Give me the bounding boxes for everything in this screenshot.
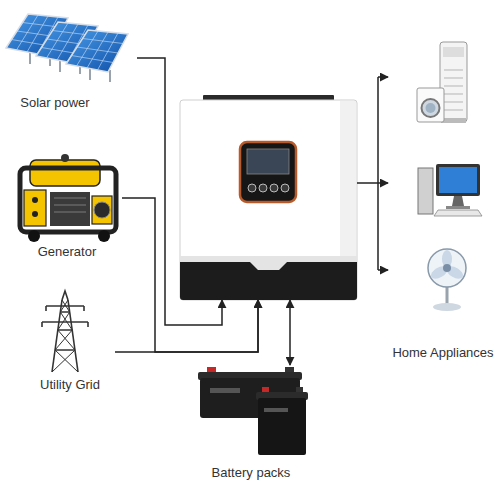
battery-node: Battery packs (190, 365, 312, 483)
computer-picture (418, 164, 482, 216)
inverter-picture-part (180, 100, 357, 300)
air-conditioner-picture-part-part (444, 70, 463, 71)
node-label: Utility Grid (40, 377, 100, 393)
computer-picture-part (439, 167, 477, 193)
node-label: Solar power (20, 95, 89, 111)
connector-line (378, 269, 388, 271)
computer-picture-part (452, 196, 464, 206)
inverter-picture-part (247, 149, 289, 174)
computer-picture-part (434, 210, 482, 216)
solar-panel-picture-part (66, 30, 128, 82)
connector-line (378, 76, 388, 78)
node-label-group: Home Appliances (388, 343, 498, 361)
connector-line (289, 300, 291, 365)
fan-picture (428, 249, 466, 311)
inverter-picture-part (281, 184, 289, 192)
generator-picture-part (28, 230, 40, 242)
pylon-picture-part (42, 321, 88, 323)
generator-picture-part (20, 168, 116, 232)
pylon-picture-part (87, 322, 89, 327)
computer-picture-part (418, 168, 433, 214)
computer-picture-part (436, 164, 480, 196)
connector-line (122, 198, 258, 352)
solar-panel-picture (6, 14, 128, 82)
pylon-picture-part (83, 306, 85, 311)
air-conditioner-picture-part (441, 118, 466, 123)
connector-arrow (290, 300, 291, 365)
air-conditioner-picture-part-part (444, 110, 463, 111)
connector-line (377, 77, 379, 270)
inverter-picture (180, 95, 357, 300)
generator-picture-part (32, 211, 38, 217)
node-label-group: Solar power (3, 93, 137, 111)
air-conditioner-picture-part-part (444, 86, 463, 87)
air-conditioner-picture-part (443, 47, 464, 57)
node-label-group: Generator (12, 242, 122, 260)
solar-node: Solar power (3, 3, 137, 113)
pylon-picture-part (55, 300, 78, 372)
node-label: Home Appliances (392, 345, 493, 361)
fan-picture-part (433, 303, 461, 311)
generator-picture (20, 154, 116, 242)
line-holder: Generator (12, 242, 122, 260)
air-conditioner-picture-part-part (444, 94, 463, 95)
generator-picture-part (92, 196, 112, 224)
air-conditioner-picture-part-part (444, 78, 463, 79)
pylon-picture-part (62, 291, 68, 300)
connector-line (115, 300, 258, 352)
pylon-picture-part (45, 306, 47, 311)
washing-machine-picture-part (417, 88, 444, 122)
connector-arrow (137, 58, 222, 325)
fan-picture-part (443, 264, 451, 272)
connector-arrow (357, 77, 388, 270)
node-label: Generator (38, 244, 97, 260)
inverter-picture-part (240, 142, 296, 202)
generator-node: Generator (12, 150, 122, 262)
line-holder: Battery packs (190, 463, 312, 481)
appliances-node: Home Appliances (388, 35, 498, 363)
generator-picture-part (50, 192, 90, 226)
inverter-picture-part (180, 262, 357, 300)
generator-picture-part (54, 204, 86, 206)
connector-line (137, 58, 222, 325)
pylon-picture-part (41, 322, 43, 327)
air-conditioner-picture-part-part (444, 102, 463, 103)
inverter-node (180, 98, 357, 300)
line-holder: Home Appliances (388, 343, 498, 361)
generator-picture-part (32, 197, 38, 203)
battery-picture-part (264, 408, 288, 412)
connector-line (357, 182, 388, 184)
fan-picture-part (446, 287, 449, 305)
washing-machine-picture-part (426, 103, 436, 113)
inverter-picture-part (248, 184, 256, 192)
generator-picture-part (94, 202, 110, 218)
connector-arrow (115, 300, 258, 352)
connector-arrow (122, 198, 258, 352)
node-label: Battery packs (212, 465, 291, 481)
pylon-picture (42, 291, 88, 372)
generator-picture-part (61, 154, 69, 162)
line-holder: Utility Grid (25, 375, 115, 393)
node-label-group: Battery packs (190, 463, 312, 481)
node-label-group: Utility Grid (25, 375, 115, 393)
washing-machine-picture (417, 88, 444, 122)
grid-node: Utility Grid (25, 285, 115, 395)
generator-picture-part (54, 211, 86, 213)
fan-picture-part (428, 249, 466, 287)
generator-picture-part (98, 230, 110, 242)
washing-machine-picture-part (422, 99, 440, 117)
inverter-picture-part (270, 184, 278, 192)
generator-picture-part (30, 160, 100, 186)
generator-picture-part (54, 197, 86, 199)
inverter-picture-part (259, 184, 267, 192)
air-conditioner-picture-part (444, 70, 463, 110)
line-holder: Solar power (3, 93, 107, 111)
battery-picture-part (258, 398, 306, 455)
battery-picture (198, 367, 308, 455)
battery-picture-part (210, 388, 240, 393)
computer-picture-part (446, 206, 470, 209)
inverter-picture-part (340, 101, 356, 261)
generator-picture-part (24, 190, 46, 226)
